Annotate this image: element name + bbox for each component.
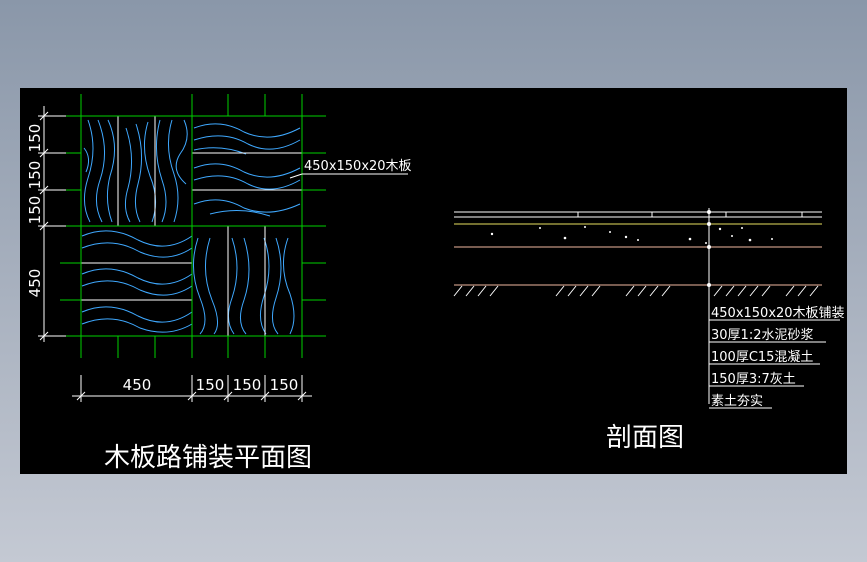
vdim-4: 450: [26, 269, 44, 298]
wood-grain-pattern: [81, 119, 301, 335]
vdim-1: 150: [26, 124, 44, 153]
board-callout-label: 450x150x20木板: [304, 159, 412, 174]
layer-note-5: 素土夯实: [711, 394, 763, 409]
vdim-2: 150: [26, 161, 44, 190]
layer-note-4: 150厚3:7灰土: [711, 372, 796, 387]
vertical-dimension-chain: [38, 106, 66, 342]
hdim-2: 150: [196, 376, 225, 394]
layer-note-2: 30厚1:2水泥砂浆: [711, 328, 813, 343]
hdim-1: 450: [123, 376, 152, 394]
horizontal-dimension-chain: [72, 375, 312, 402]
cad-drawing: 150 150 150 450 450 150 150 150 450x150x…: [26, 94, 845, 473]
layer-note-3: 100厚C15混凝土: [711, 349, 813, 365]
plan-view: 150 150 150 450 450 150 150 150 450x150x…: [26, 94, 412, 473]
board-joints: [81, 116, 302, 336]
layer-leader: [707, 208, 840, 409]
section-view: 450x150x20木板铺装 30厚1:2水泥砂浆 100厚C15混凝土 150…: [453, 208, 845, 453]
cad-drawing-area: 150 150 150 450 450 150 150 150 450x150x…: [20, 88, 847, 474]
plan-grid: [60, 94, 326, 358]
hdim-3: 150: [233, 376, 262, 394]
layer-note-1: 450x150x20木板铺装: [711, 306, 845, 321]
soil-hatching: [453, 285, 819, 297]
hdim-4: 150: [270, 376, 299, 394]
section-title: 剖面图: [606, 423, 684, 453]
vdim-3: 150: [26, 196, 44, 225]
plan-title: 木板路铺装平面图: [104, 443, 312, 473]
wood-board-layer: [454, 211, 822, 218]
concrete-aggregate: [490, 226, 773, 244]
board-callout-leader: [289, 173, 408, 179]
